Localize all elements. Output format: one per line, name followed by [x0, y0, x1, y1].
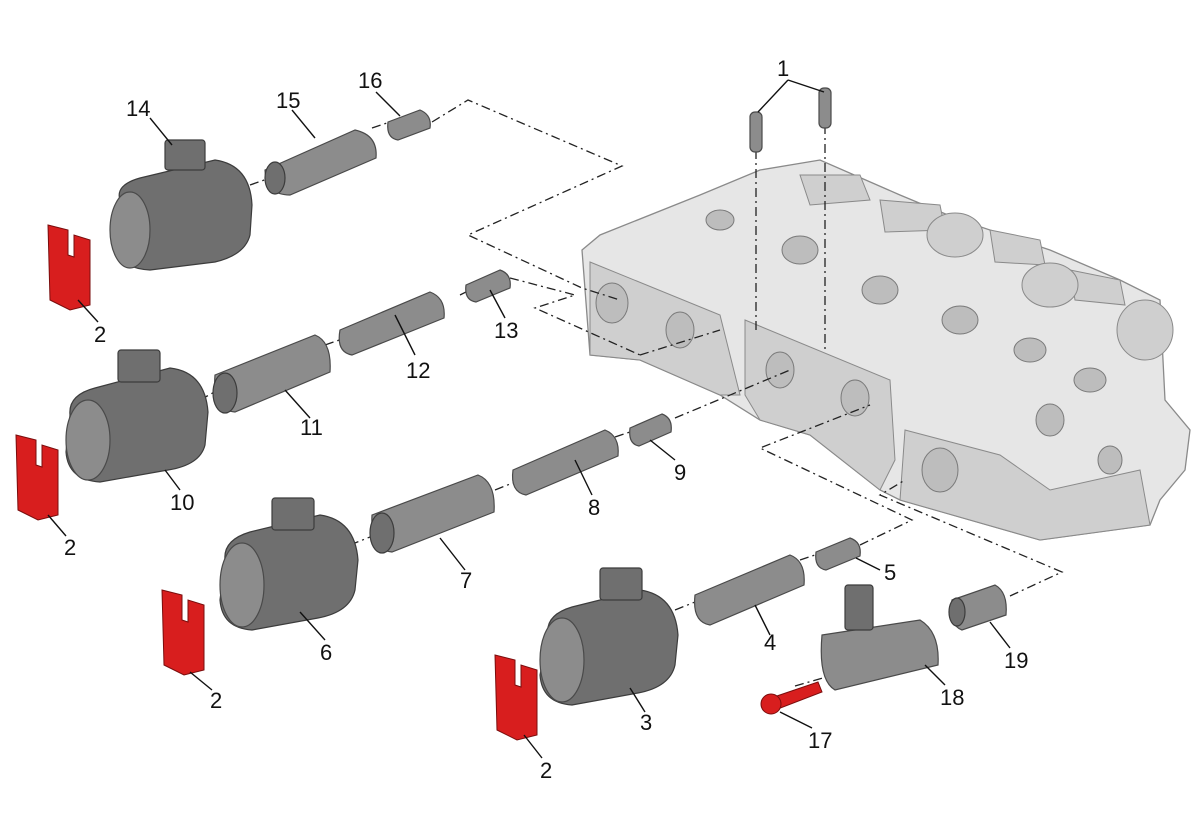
clip-icon [161, 589, 205, 676]
clip-icon [15, 434, 59, 521]
callout-17: 17 [808, 728, 832, 753]
callout-13: 13 [494, 318, 518, 343]
solenoid-14 [109, 139, 253, 271]
part-19 [948, 584, 1007, 631]
assembly-line-row2b [639, 329, 721, 356]
callout-6: 6 [320, 640, 332, 665]
dowel-pins [749, 87, 832, 153]
dowel-pin [749, 111, 763, 153]
callout-12: 12 [406, 358, 430, 383]
valve-12 [338, 291, 445, 356]
callout-18: 18 [940, 685, 964, 710]
callout-2: 2 [64, 535, 76, 560]
callout-7: 7 [460, 568, 472, 593]
callout-11: 11 [300, 415, 323, 440]
assembly-lines [199, 99, 1064, 687]
assembly-line-row4 [758, 404, 914, 546]
callout-3: 3 [640, 710, 652, 735]
bolt-17 [760, 681, 823, 715]
valve-4 [693, 554, 805, 626]
clip-icon [494, 654, 538, 741]
valve-15 [264, 129, 377, 196]
callout-4: 4 [764, 630, 776, 655]
callout-15: 15 [276, 88, 300, 113]
solenoid-6 [219, 497, 359, 631]
spring-13 [465, 269, 511, 303]
dowel-pin [818, 87, 832, 129]
assembly-line-row2 [509, 277, 641, 356]
assembly-line-row5 [878, 479, 1064, 597]
callout-16: 16 [358, 68, 382, 93]
valve-body-housing [581, 159, 1191, 541]
valve-7 [369, 474, 495, 554]
callout-9: 9 [674, 460, 686, 485]
callout-2: 2 [540, 758, 552, 783]
spring-16 [387, 109, 431, 141]
callout-labels: 1 2 2 2 2 3 4 5 6 7 8 9 10 11 12 13 14 1… [64, 56, 1028, 783]
callout-5: 5 [884, 560, 896, 585]
clip-icon [47, 224, 91, 311]
callout-8: 8 [588, 495, 600, 520]
callout-10: 10 [170, 490, 194, 515]
spring-9 [629, 413, 672, 447]
callout-14: 14 [126, 96, 150, 121]
valve-8 [511, 429, 619, 496]
solenoid-3 [539, 567, 679, 706]
callout-1: 1 [777, 56, 789, 81]
sensor-18 [820, 584, 939, 691]
callout-2: 2 [210, 688, 222, 713]
leader-lines [47, 79, 1011, 759]
callout-2: 2 [94, 322, 106, 347]
callout-19: 19 [1004, 648, 1028, 673]
valve-11 [212, 334, 331, 414]
clips [15, 224, 538, 741]
spring-5 [815, 537, 861, 571]
assembly-line-row3 [674, 369, 791, 419]
solenoid-10 [65, 349, 209, 483]
